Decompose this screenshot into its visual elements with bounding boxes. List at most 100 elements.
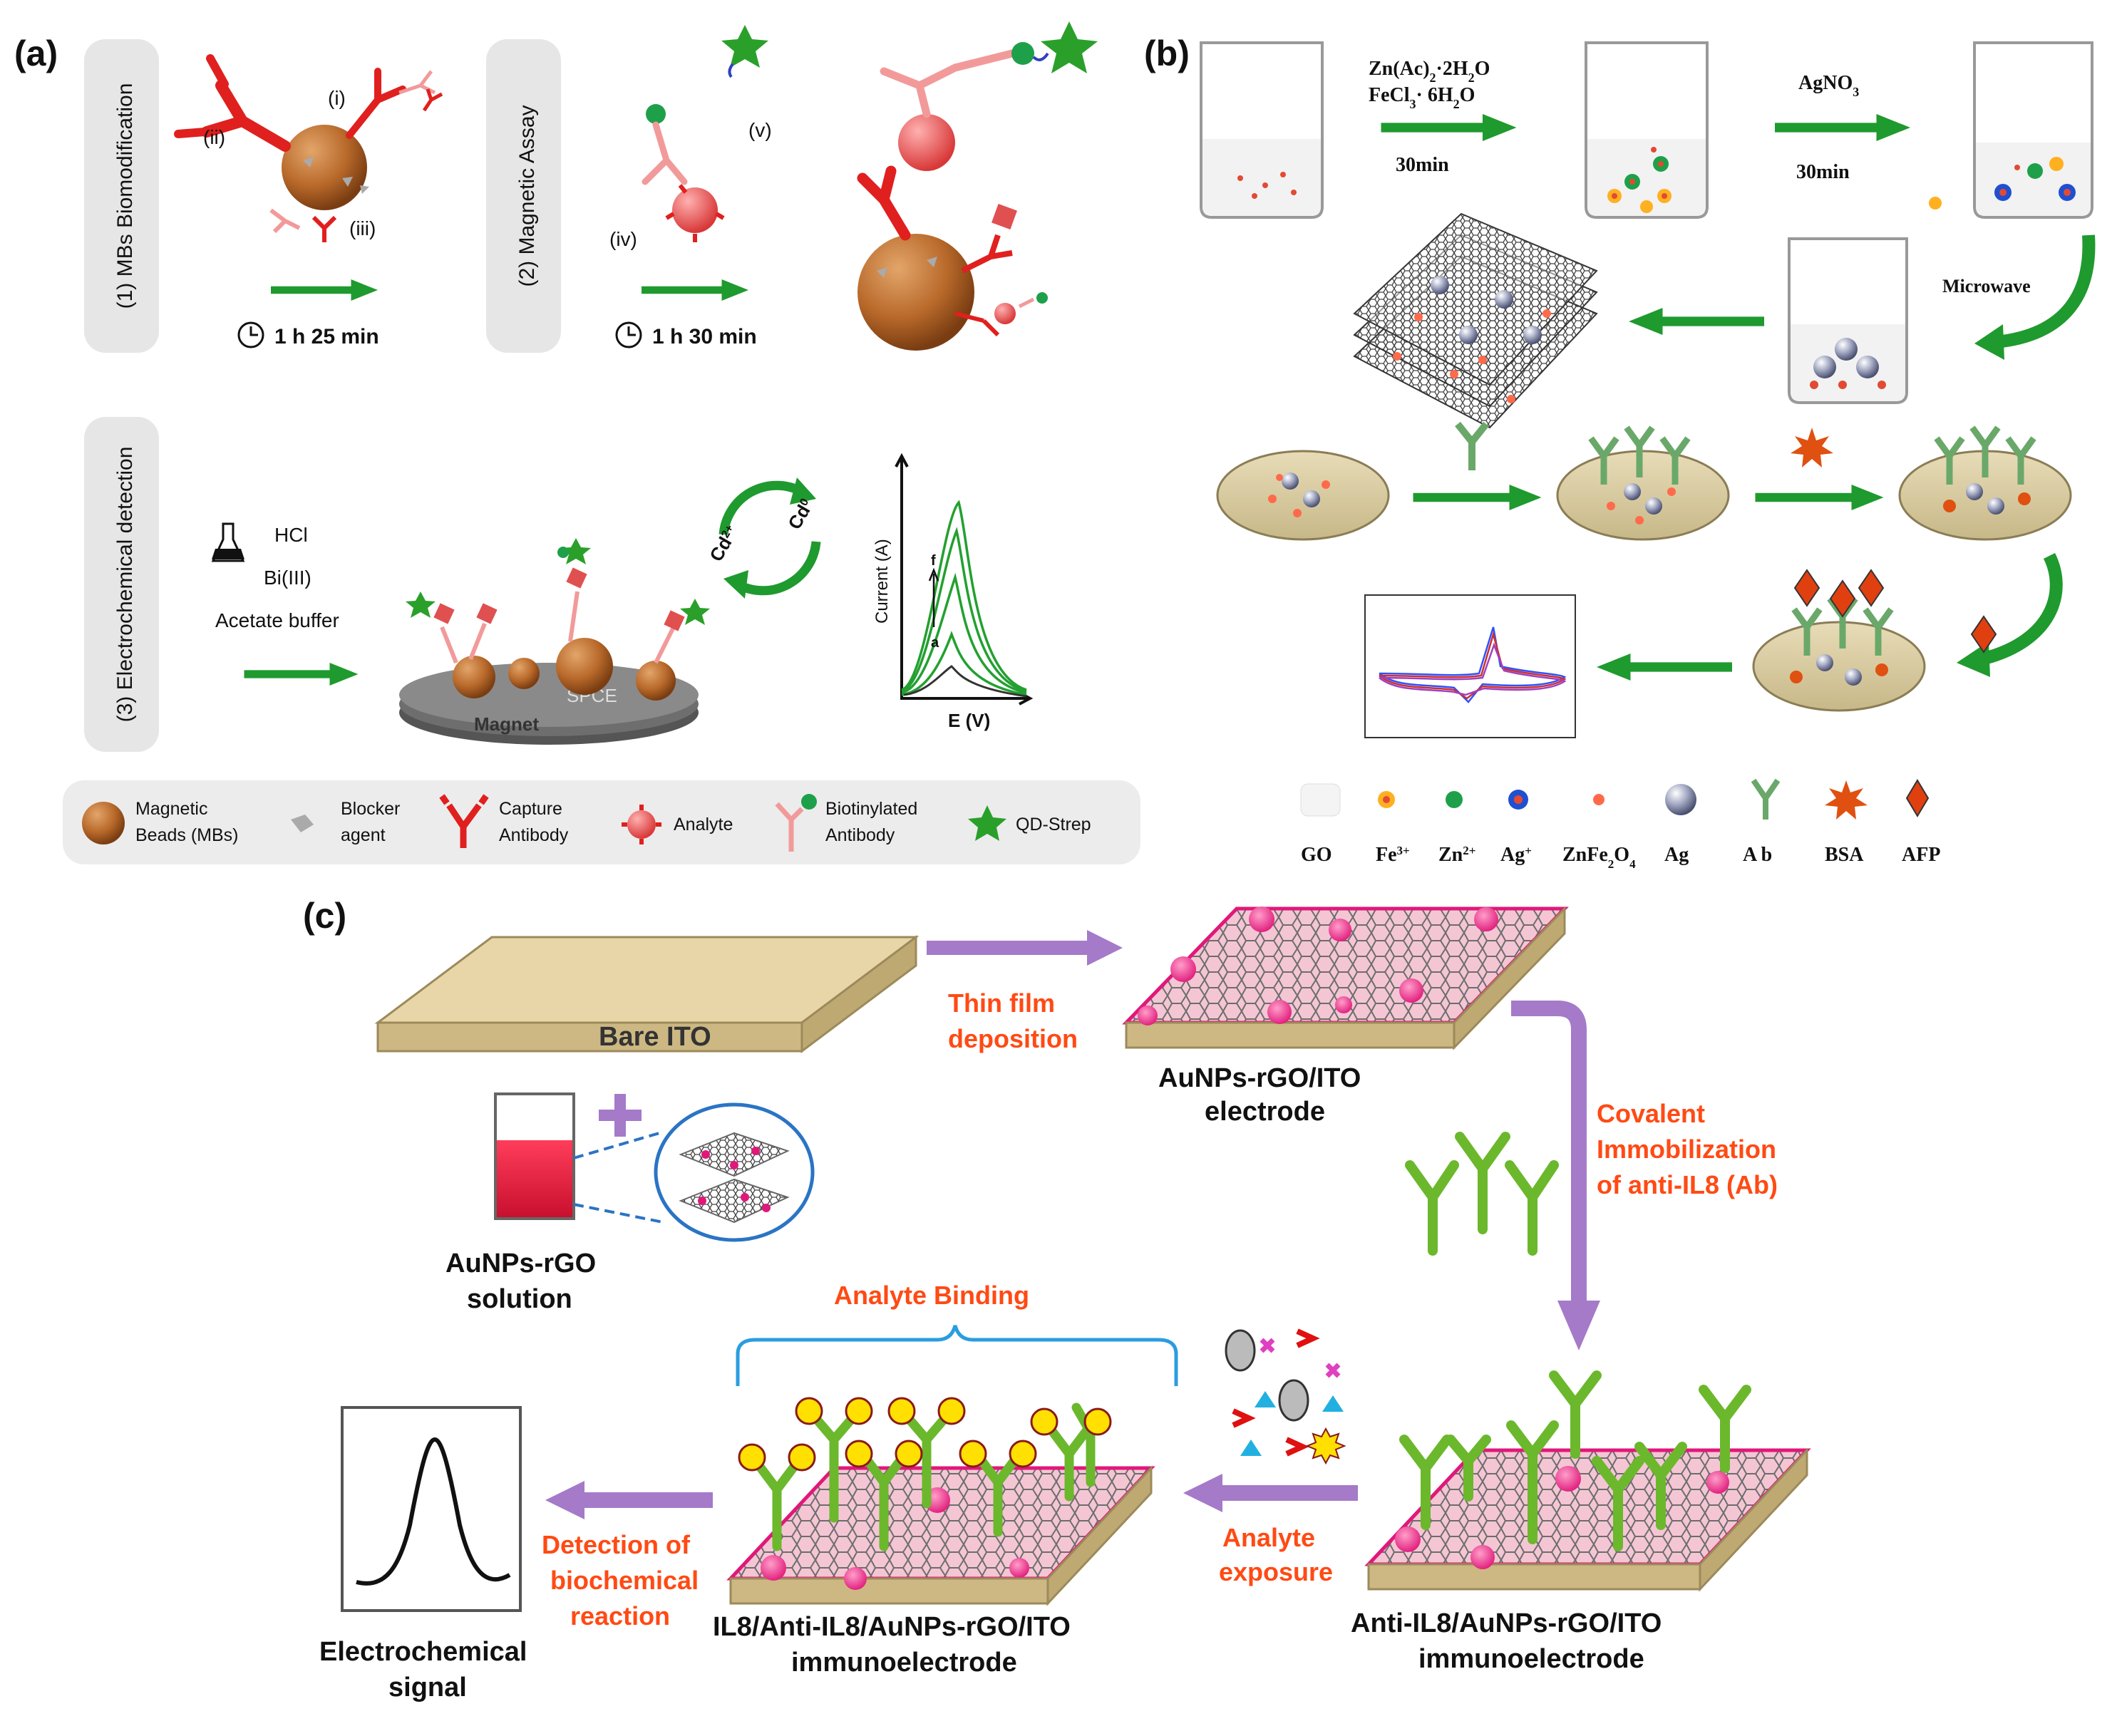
exposure-2: exposure xyxy=(1219,1557,1333,1586)
cd0-label: Cd0 xyxy=(783,495,818,533)
roman-iv: (iv) xyxy=(609,228,637,250)
signal-2: signal xyxy=(388,1673,467,1703)
microwave-arrow: Microwave xyxy=(1942,234,2096,360)
arrow-b5 xyxy=(1755,485,1884,510)
analyte-binding-label: Analyte Binding xyxy=(834,1281,1029,1310)
arrow-b1 xyxy=(1381,114,1517,141)
reagent-bi: Bi(III) xyxy=(264,567,311,589)
reagent-zn: Zn(Ac)2·2H2O xyxy=(1369,58,1490,85)
curved-arrow-b xyxy=(1957,552,2063,677)
aunps-electrode-1: AuNPs-rGO/ITO xyxy=(1158,1063,1361,1093)
step1-box: (1) MBs Biomodification xyxy=(84,39,159,353)
aunps-electrode xyxy=(1122,906,1569,1050)
legend-fe: Fe3+ xyxy=(1376,844,1410,867)
il8-electrode-1: IL8/Anti-IL8/AuNPs-rGO/ITO xyxy=(713,1612,1071,1642)
afp-icon-b xyxy=(1970,615,1997,653)
disc-4 xyxy=(1752,569,1926,712)
reagent-ag: AgNO3 xyxy=(1798,72,1859,99)
graphene-composite xyxy=(1353,212,1598,429)
cd2-label: Cd2+ xyxy=(705,522,742,565)
disc-2 xyxy=(1556,425,1730,541)
sandwich-complex xyxy=(857,21,1098,351)
arrow-b3 xyxy=(1629,308,1764,335)
thin-film-2: deposition xyxy=(948,1024,1078,1053)
arrow-b4 xyxy=(1413,485,1542,510)
legend-blocker-1: Blocker xyxy=(341,799,400,819)
cd-cycle: Cd2+ Cd0 xyxy=(705,477,821,599)
flask-icon xyxy=(211,522,245,562)
beaker-ions xyxy=(1585,41,1709,219)
stripping-voltammogram: f a Current (A) E (V) xyxy=(872,453,1034,731)
time-b2: 30min xyxy=(1796,161,1850,183)
time-1: 1 h 25 min xyxy=(274,325,379,348)
reagent-hcl: HCl xyxy=(274,524,308,546)
arrow-c2 xyxy=(1511,1001,1600,1350)
antibody-icon-b xyxy=(1455,421,1489,470)
panel-c: (c) Bare ITO Thin film deposition xyxy=(303,896,1811,1703)
legend-mb-2: Beads (MBs) xyxy=(135,825,238,845)
legend-qd: QD-Strep xyxy=(1016,815,1091,835)
legend-capture-2: Antibody xyxy=(499,825,569,845)
legend-mb-1: Magnetic xyxy=(135,799,207,819)
arrow-b6 xyxy=(1597,653,1732,681)
qd-strep-reagent: (v) xyxy=(721,25,772,141)
panel-c-label: (c) xyxy=(303,896,346,936)
legend-analyte: Analyte xyxy=(674,815,733,835)
cv-plot xyxy=(1364,594,1576,738)
time-2: 1 h 30 min xyxy=(652,325,757,348)
legend-znfe2o4: ZnFe2O4 xyxy=(1562,844,1636,871)
aunps-electrode-2: electrode xyxy=(1205,1097,1325,1127)
analyte-mixture xyxy=(1225,1328,1346,1465)
spce-electrode: SPCE Magnet xyxy=(399,538,710,745)
legend-ag: Ag xyxy=(1664,844,1689,866)
arrow-c3 xyxy=(1183,1474,1358,1512)
magnet-label: Magnet xyxy=(474,713,539,735)
anti-il8-electrode xyxy=(1364,1370,1811,1592)
panel-a: (a) (1) MBs Biomodification (2) Magnetic… xyxy=(14,21,1140,864)
detection-2: biochemical xyxy=(550,1566,699,1595)
free-anti-il8 xyxy=(1405,1132,1559,1256)
arrow-step2 xyxy=(642,279,748,301)
thin-film-1: Thin film xyxy=(948,988,1055,1018)
analyte-icon xyxy=(622,805,661,844)
il8-bound-electrode xyxy=(726,1397,1155,1606)
solution-1: AuNPs-rGO xyxy=(445,1249,596,1278)
anti-electrode-2: immunoelectrode xyxy=(1418,1644,1644,1674)
curve-a: a xyxy=(931,635,939,651)
arrow-c4 xyxy=(545,1481,713,1519)
capture-antibody-icon xyxy=(439,794,489,848)
biotinylated-antibody-icon xyxy=(775,794,817,852)
fe-ion-dot xyxy=(1929,197,1942,210)
curve-f: f xyxy=(931,553,936,569)
disc-1 xyxy=(1216,450,1390,541)
step3-box: (3) Electrochemical detection xyxy=(84,417,159,752)
signal-1: Electrochemical xyxy=(319,1637,527,1667)
step1-label: (1) MBs Biomodification xyxy=(113,83,137,309)
solution-2: solution xyxy=(467,1284,572,1314)
microwave-label: Microwave xyxy=(1942,276,2031,296)
panel-a-label: (a) xyxy=(14,33,58,73)
bsa-icon-b xyxy=(1791,428,1833,467)
roman-ii: (ii) xyxy=(203,126,225,148)
arrow-c1 xyxy=(927,930,1123,966)
step2-label: (2) Magnetic Assay xyxy=(515,105,539,286)
legend-biotin-1: Biotinylated xyxy=(825,799,917,819)
exposure-1: Analyte xyxy=(1222,1523,1315,1552)
solution-tube xyxy=(494,1092,815,1242)
covalent-3: of anti-IL8 (Ab) xyxy=(1597,1170,1778,1199)
legend-ab: A b xyxy=(1743,844,1772,866)
il8-electrode-2: immunoelectrode xyxy=(791,1648,1017,1678)
blocker-icon xyxy=(291,815,314,832)
timer-1: 1 h 25 min xyxy=(237,321,379,348)
legend-bsa: BSA xyxy=(1825,844,1864,866)
x-axis-label: E (V) xyxy=(948,710,990,731)
beaker-zfo-ag xyxy=(1788,237,1908,404)
panel-b: (b) Zn(Ac)2·2H2O FeCl3· 6H2O 30min AgNO3… xyxy=(1144,33,2096,871)
detection-3: reaction xyxy=(570,1601,670,1631)
time-b1: 30min xyxy=(1396,154,1449,176)
step2-box: (2) Magnetic Assay xyxy=(486,39,561,353)
reagent-buffer: Acetate buffer xyxy=(215,609,339,631)
roman-iii: (iii) xyxy=(349,217,376,239)
anti-electrode-1: Anti-IL8/AuNPs-rGO/ITO xyxy=(1351,1608,1662,1638)
